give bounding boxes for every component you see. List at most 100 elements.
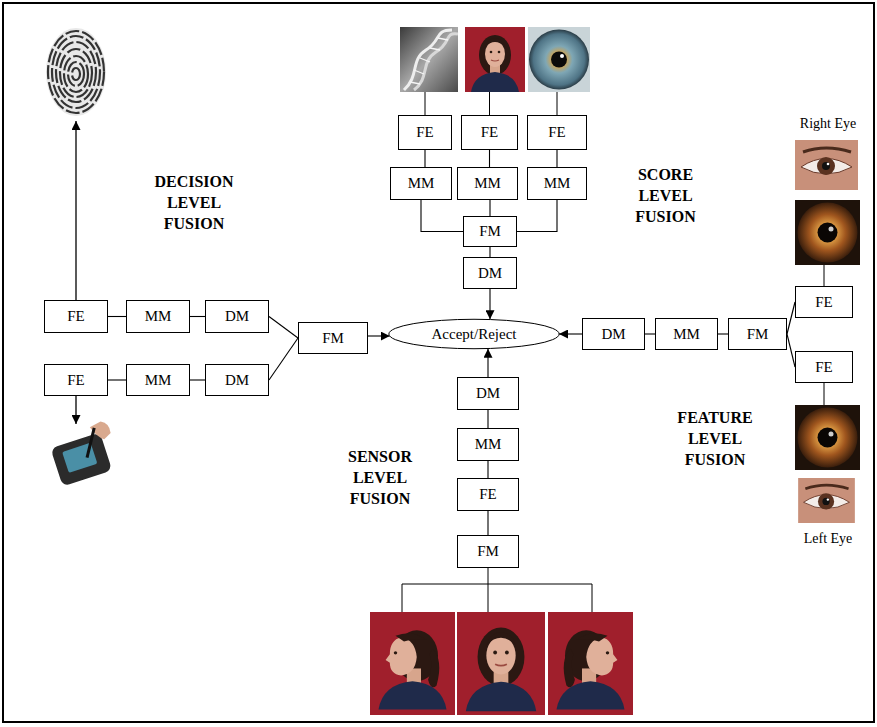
connector-line bbox=[787, 302, 795, 334]
box-label: FE bbox=[815, 294, 833, 311]
iris-image bbox=[528, 27, 590, 92]
dna-image bbox=[400, 27, 458, 92]
face-image bbox=[471, 35, 519, 92]
box-label: FM bbox=[747, 326, 769, 343]
right-eye-image bbox=[795, 140, 860, 265]
right-eye-image bbox=[795, 200, 860, 265]
fingerprint-image bbox=[46, 28, 106, 116]
box-label: DM bbox=[225, 308, 249, 325]
image-lead bbox=[489, 92, 490, 115]
decision-ellipse: Accept/Reject bbox=[388, 318, 560, 350]
process-box: FM bbox=[298, 322, 368, 354]
left-eye-image bbox=[798, 478, 855, 523]
image-arrow bbox=[75, 121, 76, 300]
iris-image bbox=[529, 30, 589, 90]
process-box: MM bbox=[126, 364, 190, 396]
connector-line bbox=[108, 316, 126, 317]
fusion-level-label: FEATURE LEVEL FUSION bbox=[665, 408, 765, 470]
right-eye-image bbox=[795, 140, 858, 190]
image-arrow bbox=[75, 396, 76, 424]
process-box: MM bbox=[457, 167, 518, 200]
left-eye-image bbox=[795, 405, 860, 523]
image-lead bbox=[824, 383, 825, 405]
eye-label: Left Eye bbox=[788, 531, 868, 548]
connector-arrow bbox=[368, 335, 390, 336]
connector-line bbox=[190, 316, 205, 317]
box-label: FE bbox=[67, 372, 85, 389]
box-label: MM bbox=[145, 372, 172, 389]
fingerprint-image bbox=[56, 42, 96, 102]
connector-arrow bbox=[559, 333, 582, 334]
box-label: FM bbox=[322, 330, 344, 347]
fusion-level-label: SCORE LEVEL FUSION bbox=[618, 165, 713, 227]
process-box: FE bbox=[44, 300, 108, 333]
fingerprint-image bbox=[64, 56, 88, 92]
box-label: MM bbox=[474, 175, 501, 192]
connector-line bbox=[489, 150, 490, 167]
connector-arrow bbox=[489, 289, 490, 319]
process-box: MM bbox=[457, 428, 519, 461]
face-image bbox=[465, 27, 525, 92]
dna-image bbox=[410, 82, 420, 84]
process-box: FE bbox=[398, 115, 452, 150]
image-lead bbox=[425, 92, 557, 115]
box-label: MM bbox=[408, 175, 435, 192]
dna-image bbox=[430, 48, 440, 50]
face-image bbox=[465, 27, 525, 92]
box-label: MM bbox=[475, 436, 502, 453]
ellipse-outline bbox=[389, 319, 559, 348]
fingerprint-image bbox=[48, 31, 104, 113]
connector-line bbox=[517, 200, 557, 232]
face-profile-images bbox=[457, 612, 545, 715]
signature-pad-image bbox=[47, 420, 122, 487]
face-profile-images bbox=[557, 630, 625, 709]
face-profile-images bbox=[548, 612, 633, 715]
process-box: FM bbox=[457, 535, 519, 568]
signature-pad-image bbox=[62, 443, 97, 473]
connector-line bbox=[269, 317, 298, 339]
signature-pad-image bbox=[50, 432, 112, 486]
box-label: Accept/Reject bbox=[432, 326, 517, 343]
connector-line bbox=[489, 247, 490, 257]
dna-image bbox=[414, 70, 424, 74]
dna-image bbox=[420, 58, 430, 62]
connector-line bbox=[718, 333, 728, 334]
iris-image bbox=[551, 52, 567, 68]
eye-label: Right Eye bbox=[788, 116, 868, 133]
fingerprint-image bbox=[46, 28, 106, 116]
connector-arrow bbox=[487, 349, 488, 377]
box-label: DM bbox=[476, 385, 500, 402]
fusion-level-label: SENSOR LEVEL FUSION bbox=[330, 447, 430, 509]
connector-line bbox=[487, 511, 488, 535]
process-box: FE bbox=[795, 351, 853, 383]
connector-line bbox=[487, 410, 488, 428]
face-profile-images bbox=[370, 612, 455, 715]
connector-line bbox=[787, 334, 795, 367]
box-label: FM bbox=[479, 223, 501, 240]
process-box: DM bbox=[205, 300, 269, 333]
iris-image bbox=[560, 54, 564, 58]
connector-line bbox=[269, 338, 298, 380]
box-label: FE bbox=[815, 359, 833, 376]
outer-frame bbox=[3, 3, 874, 722]
face-profile-images bbox=[379, 630, 447, 709]
connector-line bbox=[108, 379, 126, 380]
image-lead bbox=[824, 265, 825, 286]
connector-line bbox=[421, 200, 463, 232]
face-profile-images bbox=[370, 612, 633, 715]
signature-pad-image bbox=[79, 428, 102, 458]
connector-line bbox=[424, 150, 425, 167]
box-label: DM bbox=[601, 326, 625, 343]
box-label: DM bbox=[478, 265, 502, 282]
face-profile-images bbox=[466, 628, 536, 712]
box-label: DM bbox=[225, 372, 249, 389]
fingerprint-image bbox=[48, 31, 104, 113]
fingerprint-image bbox=[68, 62, 84, 86]
image-lead bbox=[425, 92, 426, 115]
connector-line bbox=[645, 333, 655, 334]
process-box: MM bbox=[390, 167, 452, 200]
connector-line bbox=[489, 200, 490, 216]
process-box: FE bbox=[457, 478, 519, 511]
process-box: DM bbox=[457, 377, 519, 410]
